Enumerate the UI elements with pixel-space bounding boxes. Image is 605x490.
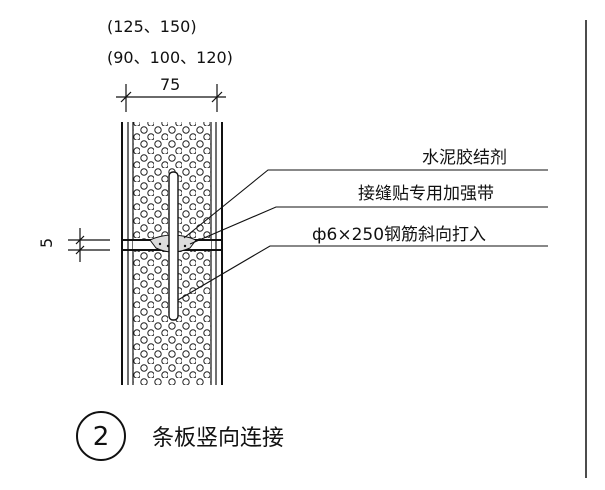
panel-face-lines [121, 122, 223, 385]
detail-title: 条板竖向连接 [152, 426, 284, 451]
width-dimension-line [116, 84, 226, 112]
detail-number: 2 [93, 422, 110, 452]
callout-cement-adhesive: 水泥胶结剂 [422, 148, 507, 168]
callout-steel-bar: ф6×250钢筋斜向打入 [312, 225, 486, 245]
detail-caption: 2 条板竖向连接 [76, 411, 284, 461]
dimension-text-line-2: (90、100、120) [107, 48, 233, 67]
dimension-text-line-1: (125、150) [107, 17, 197, 36]
steel-bar [168, 171, 179, 321]
gap-dimension-text: 5 [37, 238, 56, 248]
detail-number-circle [76, 411, 126, 461]
leader-lines [177, 169, 548, 301]
callout-joint-tape: 接缝贴专用加强带 [358, 184, 494, 204]
dimension-width-text: 75 [160, 75, 180, 94]
gap-dimension-line [68, 228, 110, 262]
